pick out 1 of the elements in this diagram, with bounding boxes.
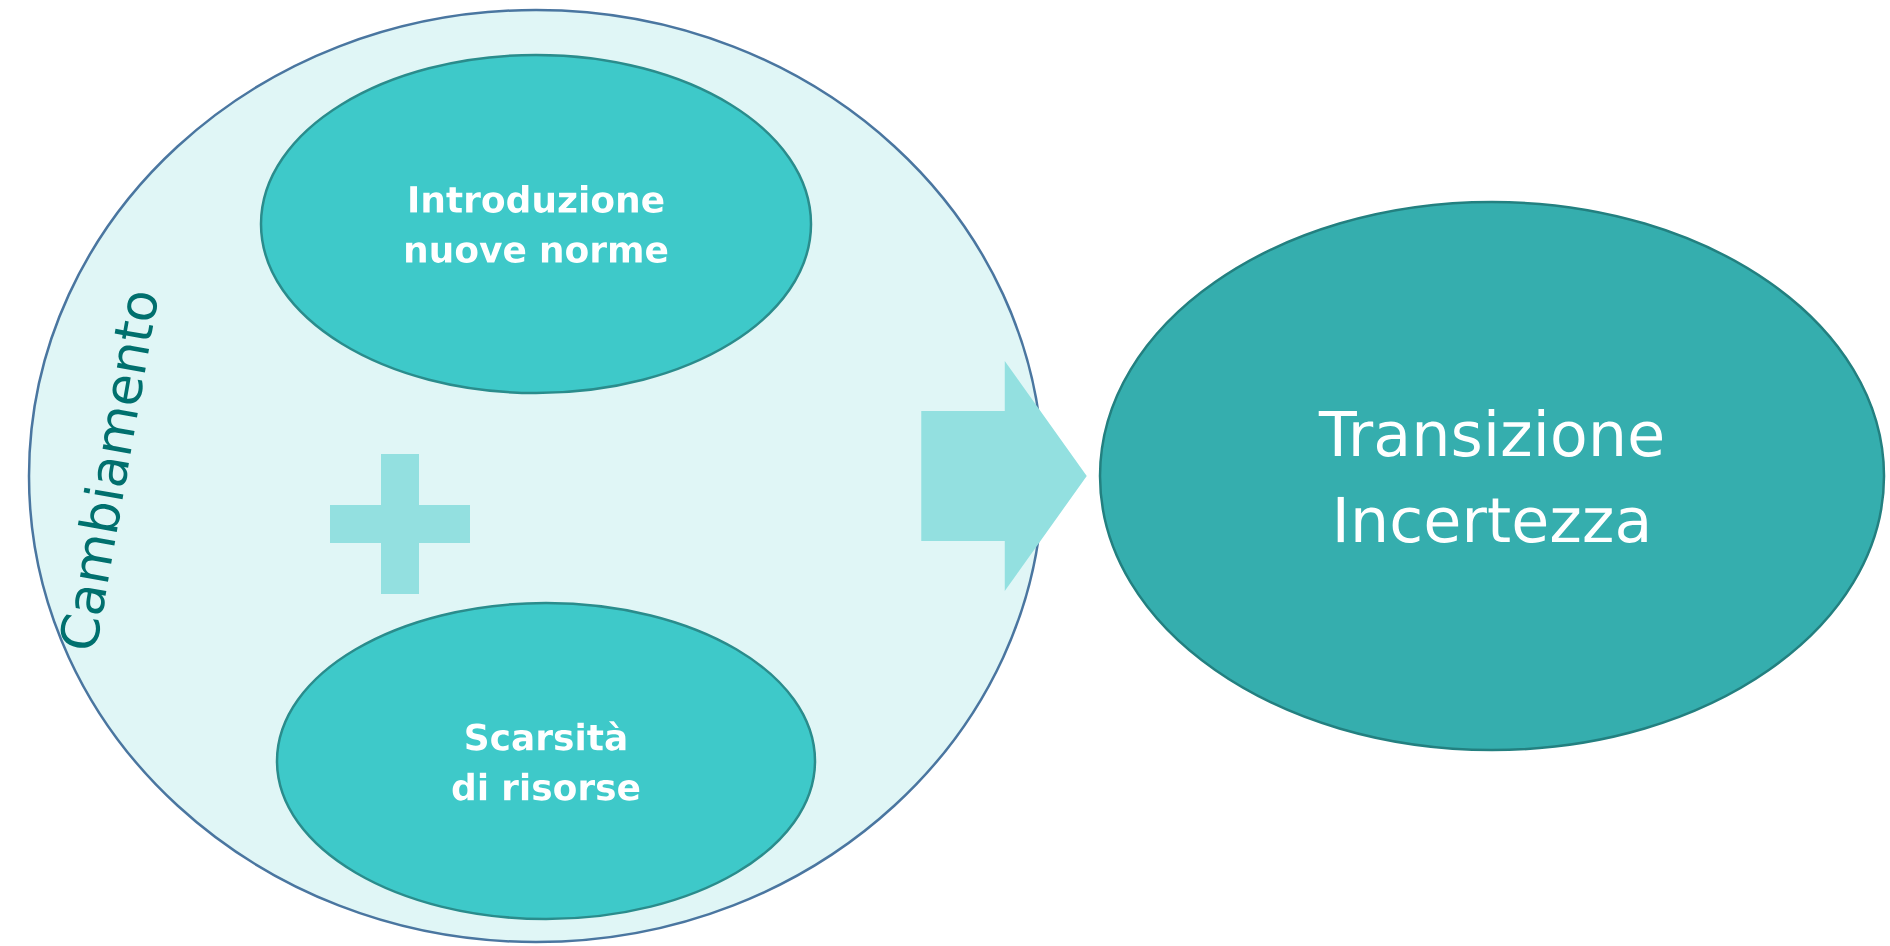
block-arrow (921, 361, 1087, 591)
